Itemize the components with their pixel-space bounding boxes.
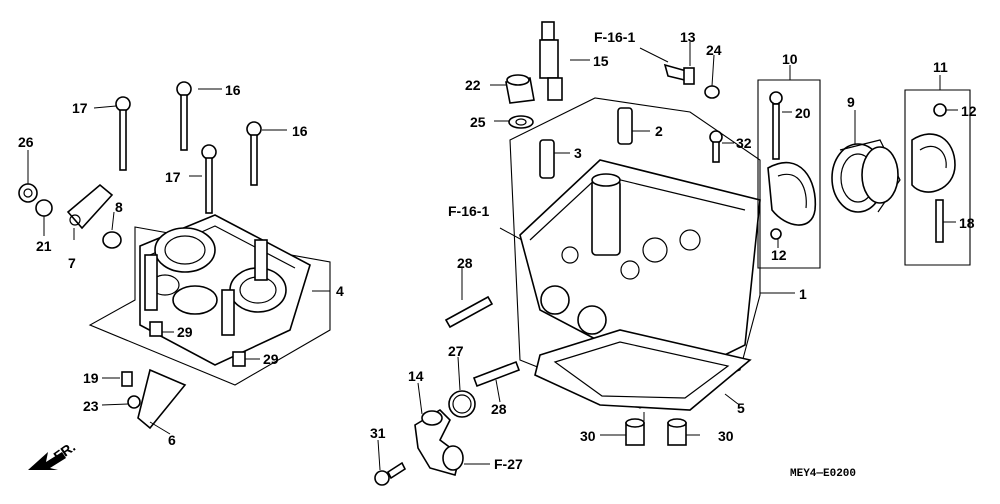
callout-28-lower: 28 <box>491 401 507 417</box>
callout-29-upper: 29 <box>177 324 193 340</box>
callout-6: 6 <box>168 432 176 448</box>
insulator-9 <box>831 139 901 213</box>
callout-14: 14 <box>408 368 424 384</box>
clamp-assembly-11 <box>904 89 971 266</box>
dowel-30-left <box>625 418 645 446</box>
diagram-code: MEY4—E0200 <box>790 468 856 480</box>
valve-guide-3 <box>539 139 555 179</box>
bolt-31 <box>374 461 407 486</box>
arm-6 <box>137 368 187 430</box>
callout-22: 22 <box>465 77 481 93</box>
spring-8 <box>102 231 122 249</box>
intake-band-assembly-10 <box>757 79 821 269</box>
callout-9: 9 <box>847 94 855 110</box>
reference-f27: F-27 <box>494 456 523 472</box>
cylinder-head-cover-assembly <box>88 214 331 386</box>
bolt-17-right <box>201 144 217 214</box>
callout-17-right: 17 <box>165 169 181 185</box>
callout-32: 32 <box>736 135 752 151</box>
reference-labels: F-16-1 F-16-1 F-27 MEY4—E0200 <box>448 29 856 480</box>
callout-8: 8 <box>115 199 123 215</box>
water-joint-14 <box>414 408 464 476</box>
dowel-30-right <box>667 418 687 446</box>
callout-7: 7 <box>68 255 76 271</box>
callout-15: 15 <box>593 53 609 69</box>
callout-12-right: 12 <box>961 103 977 119</box>
bolt-16-right <box>246 121 262 186</box>
cap-22 <box>505 74 535 104</box>
bolt-32 <box>709 130 723 163</box>
leader-lines <box>27 42 958 471</box>
valve-guide-2 <box>617 107 633 145</box>
bolt-13 <box>663 63 695 85</box>
rocker-arm-7 <box>66 183 114 230</box>
callout-16-top: 16 <box>225 82 241 98</box>
bolt-19 <box>121 371 133 387</box>
callout-18: 18 <box>959 215 975 231</box>
washer-23 <box>127 395 141 409</box>
callout-17-left: 17 <box>72 100 88 116</box>
callout-30-right: 30 <box>718 428 734 444</box>
callout-26: 26 <box>18 134 34 150</box>
callout-2: 2 <box>655 123 663 139</box>
callout-10: 10 <box>782 51 798 67</box>
stud-28-upper <box>444 295 494 329</box>
callout-21: 21 <box>36 238 52 254</box>
cylinder-head <box>509 97 761 411</box>
callout-28-upper: 28 <box>457 255 473 271</box>
reference-f16-left: F-16-1 <box>448 203 489 219</box>
callout-29-lower: 29 <box>263 351 279 367</box>
callout-11: 11 <box>933 59 948 75</box>
nut-26 <box>18 183 38 203</box>
bolt-21 <box>35 199 53 217</box>
washer-25 <box>508 115 534 129</box>
o-ring-27 <box>448 390 476 418</box>
callout-13: 13 <box>680 29 696 45</box>
callout-labels: 17 16 17 16 4 26 21 7 8 29 29 19 23 6 22… <box>18 29 977 448</box>
callout-23: 23 <box>83 398 99 414</box>
callout-5: 5 <box>737 400 745 416</box>
callout-1: 1 <box>799 286 807 302</box>
callout-24: 24 <box>706 42 722 58</box>
spark-plug-15 <box>539 21 563 101</box>
callout-12-left: 12 <box>771 247 787 263</box>
callout-27: 27 <box>448 343 464 359</box>
front-arrow: FR. <box>28 438 78 470</box>
callout-16-right: 16 <box>292 123 308 139</box>
stud-28-lower <box>472 360 521 388</box>
bolt-16-top <box>176 81 192 151</box>
callout-3: 3 <box>574 145 582 161</box>
callout-30-left: 30 <box>580 428 596 444</box>
callout-31: 31 <box>370 425 386 441</box>
reference-f16-top: F-16-1 <box>594 29 635 45</box>
washer-24 <box>704 85 720 99</box>
callout-25: 25 <box>470 114 486 130</box>
callout-20: 20 <box>795 105 811 121</box>
bolt-17-left <box>115 96 131 171</box>
callout-19: 19 <box>83 370 99 386</box>
callout-4: 4 <box>336 283 344 299</box>
